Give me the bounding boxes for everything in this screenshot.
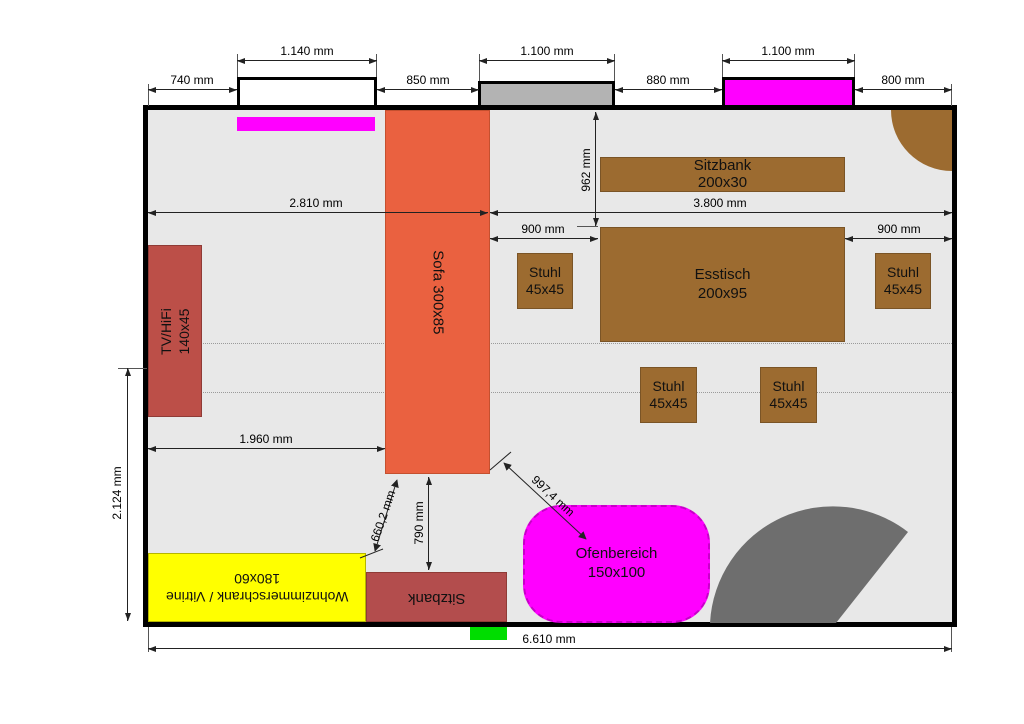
cabinet-vitrine[interactable]: Wohnzimmerschrank / Vitrine 180x60	[148, 553, 366, 622]
chair-size: 45x45	[883, 281, 923, 297]
chair-label: Stuhl	[529, 263, 561, 280]
dim-label-table-to-wall: 900 mm	[877, 222, 921, 236]
dim-label-window1: 1.140 mm	[280, 44, 334, 58]
ext-line	[577, 226, 598, 227]
dim-label-window3: 1.100 mm	[761, 44, 815, 58]
chair-label: Stuhl	[652, 377, 685, 394]
ext-line	[148, 627, 149, 652]
chair-4[interactable]: Stuhl 45x45	[760, 367, 817, 423]
dim-line-left-to-sofa	[148, 209, 488, 216]
dim-line-wall-left	[148, 86, 237, 93]
ext-line	[376, 54, 377, 77]
stove-area[interactable]: Ofenbereich 150x100	[523, 505, 710, 623]
window-1	[237, 77, 377, 108]
dim-label-left-to-sofa: 2.810 mm	[289, 196, 343, 210]
dim-line-between-w2-w3	[615, 86, 722, 93]
ext-line	[479, 54, 480, 81]
dim-line-sofa-to-right	[490, 209, 952, 216]
ext-line	[951, 84, 952, 106]
dim-line-left-height	[124, 368, 131, 621]
dotted-guide-line-2	[148, 392, 952, 393]
dim-label-between-w1-w2: 850 mm	[406, 73, 450, 87]
dim-line-table-to-wall	[845, 235, 952, 242]
chair-size: 45x45	[525, 281, 565, 297]
green-threshold-marker	[470, 627, 507, 640]
dining-table-label: Esstisch	[694, 265, 751, 283]
dim-label-wall-left: 740 mm	[170, 73, 214, 87]
chair-3[interactable]: Stuhl 45x45	[640, 367, 697, 423]
tv-label: TV/HiFi	[157, 307, 174, 355]
window-2	[478, 81, 615, 108]
dim-label-total-width: 6.610 mm	[522, 632, 576, 646]
stove-label: Ofenbereich	[575, 545, 658, 563]
dim-line-left-to-sofa-lower	[148, 445, 385, 452]
chair-size: 45x45	[649, 395, 688, 411]
dim-line-total-width	[148, 645, 952, 652]
bench-top[interactable]: Sitzbank 200x30	[600, 157, 845, 192]
dining-table[interactable]: Esstisch 200x95	[600, 227, 845, 342]
window-3	[722, 77, 855, 108]
ext-line	[722, 54, 723, 77]
bench-top-label: Sitzbank	[693, 157, 752, 174]
bench-bottom[interactable]: Sitzbank	[366, 572, 507, 622]
tv-size: 140x45	[174, 308, 191, 354]
chair-label: Stuhl	[887, 263, 919, 280]
dim-line-window1	[237, 57, 377, 64]
dim-label-left-height: 2.124 mm	[110, 466, 124, 520]
dining-table-size: 200x95	[697, 284, 748, 302]
window-sill-strip	[237, 117, 375, 131]
sofa[interactable]: Sofa 300x85	[385, 110, 490, 474]
cabinet-label: Wohnzimmerschrank / Vitrine	[165, 589, 349, 605]
ext-line	[854, 54, 855, 77]
dim-label-left-to-sofa-lower: 1.960 mm	[239, 432, 293, 446]
ext-line	[118, 368, 147, 369]
dotted-guide-line-1	[148, 343, 952, 344]
dim-line-sofa-to-table	[490, 235, 598, 242]
dim-label-between-w2-w3: 880 mm	[646, 73, 690, 87]
dim-label-sofa-to-right: 3.800 mm	[693, 196, 747, 210]
dim-label-window2: 1.100 mm	[520, 44, 574, 58]
sofa-label: Sofa 300x85	[429, 249, 447, 335]
ext-line	[237, 54, 238, 77]
stove-size: 150x100	[587, 564, 646, 581]
tv-hifi-unit[interactable]: TV/HiFi 140x45	[148, 245, 202, 417]
cabinet-size: 180x60	[234, 571, 280, 588]
dim-line-sofa-to-bench	[425, 477, 432, 570]
dim-label-sofa-to-table: 900 mm	[521, 222, 565, 236]
chair-2[interactable]: Stuhl 45x45	[875, 253, 931, 309]
chair-size: 45x45	[769, 395, 808, 411]
dim-label-window-to-table: 962 mm	[579, 148, 593, 192]
dim-line-between-w1-w2	[377, 86, 479, 93]
dim-label-wall-right: 800 mm	[881, 73, 925, 87]
ext-line	[148, 84, 149, 106]
ext-line	[614, 54, 615, 81]
dim-line-wall-right	[855, 86, 952, 93]
dim-line-window-to-table	[592, 112, 599, 226]
bench-top-size: 200x30	[697, 173, 748, 191]
chair-label: Stuhl	[772, 377, 805, 394]
dim-label-sofa-to-bench: 790 mm	[412, 501, 426, 545]
bench-bottom-label: Sitzbank	[407, 589, 466, 607]
dim-line-window2	[479, 57, 615, 64]
ext-line	[951, 627, 952, 652]
chair-1[interactable]: Stuhl 45x45	[517, 253, 573, 309]
dim-line-window3	[722, 57, 855, 64]
